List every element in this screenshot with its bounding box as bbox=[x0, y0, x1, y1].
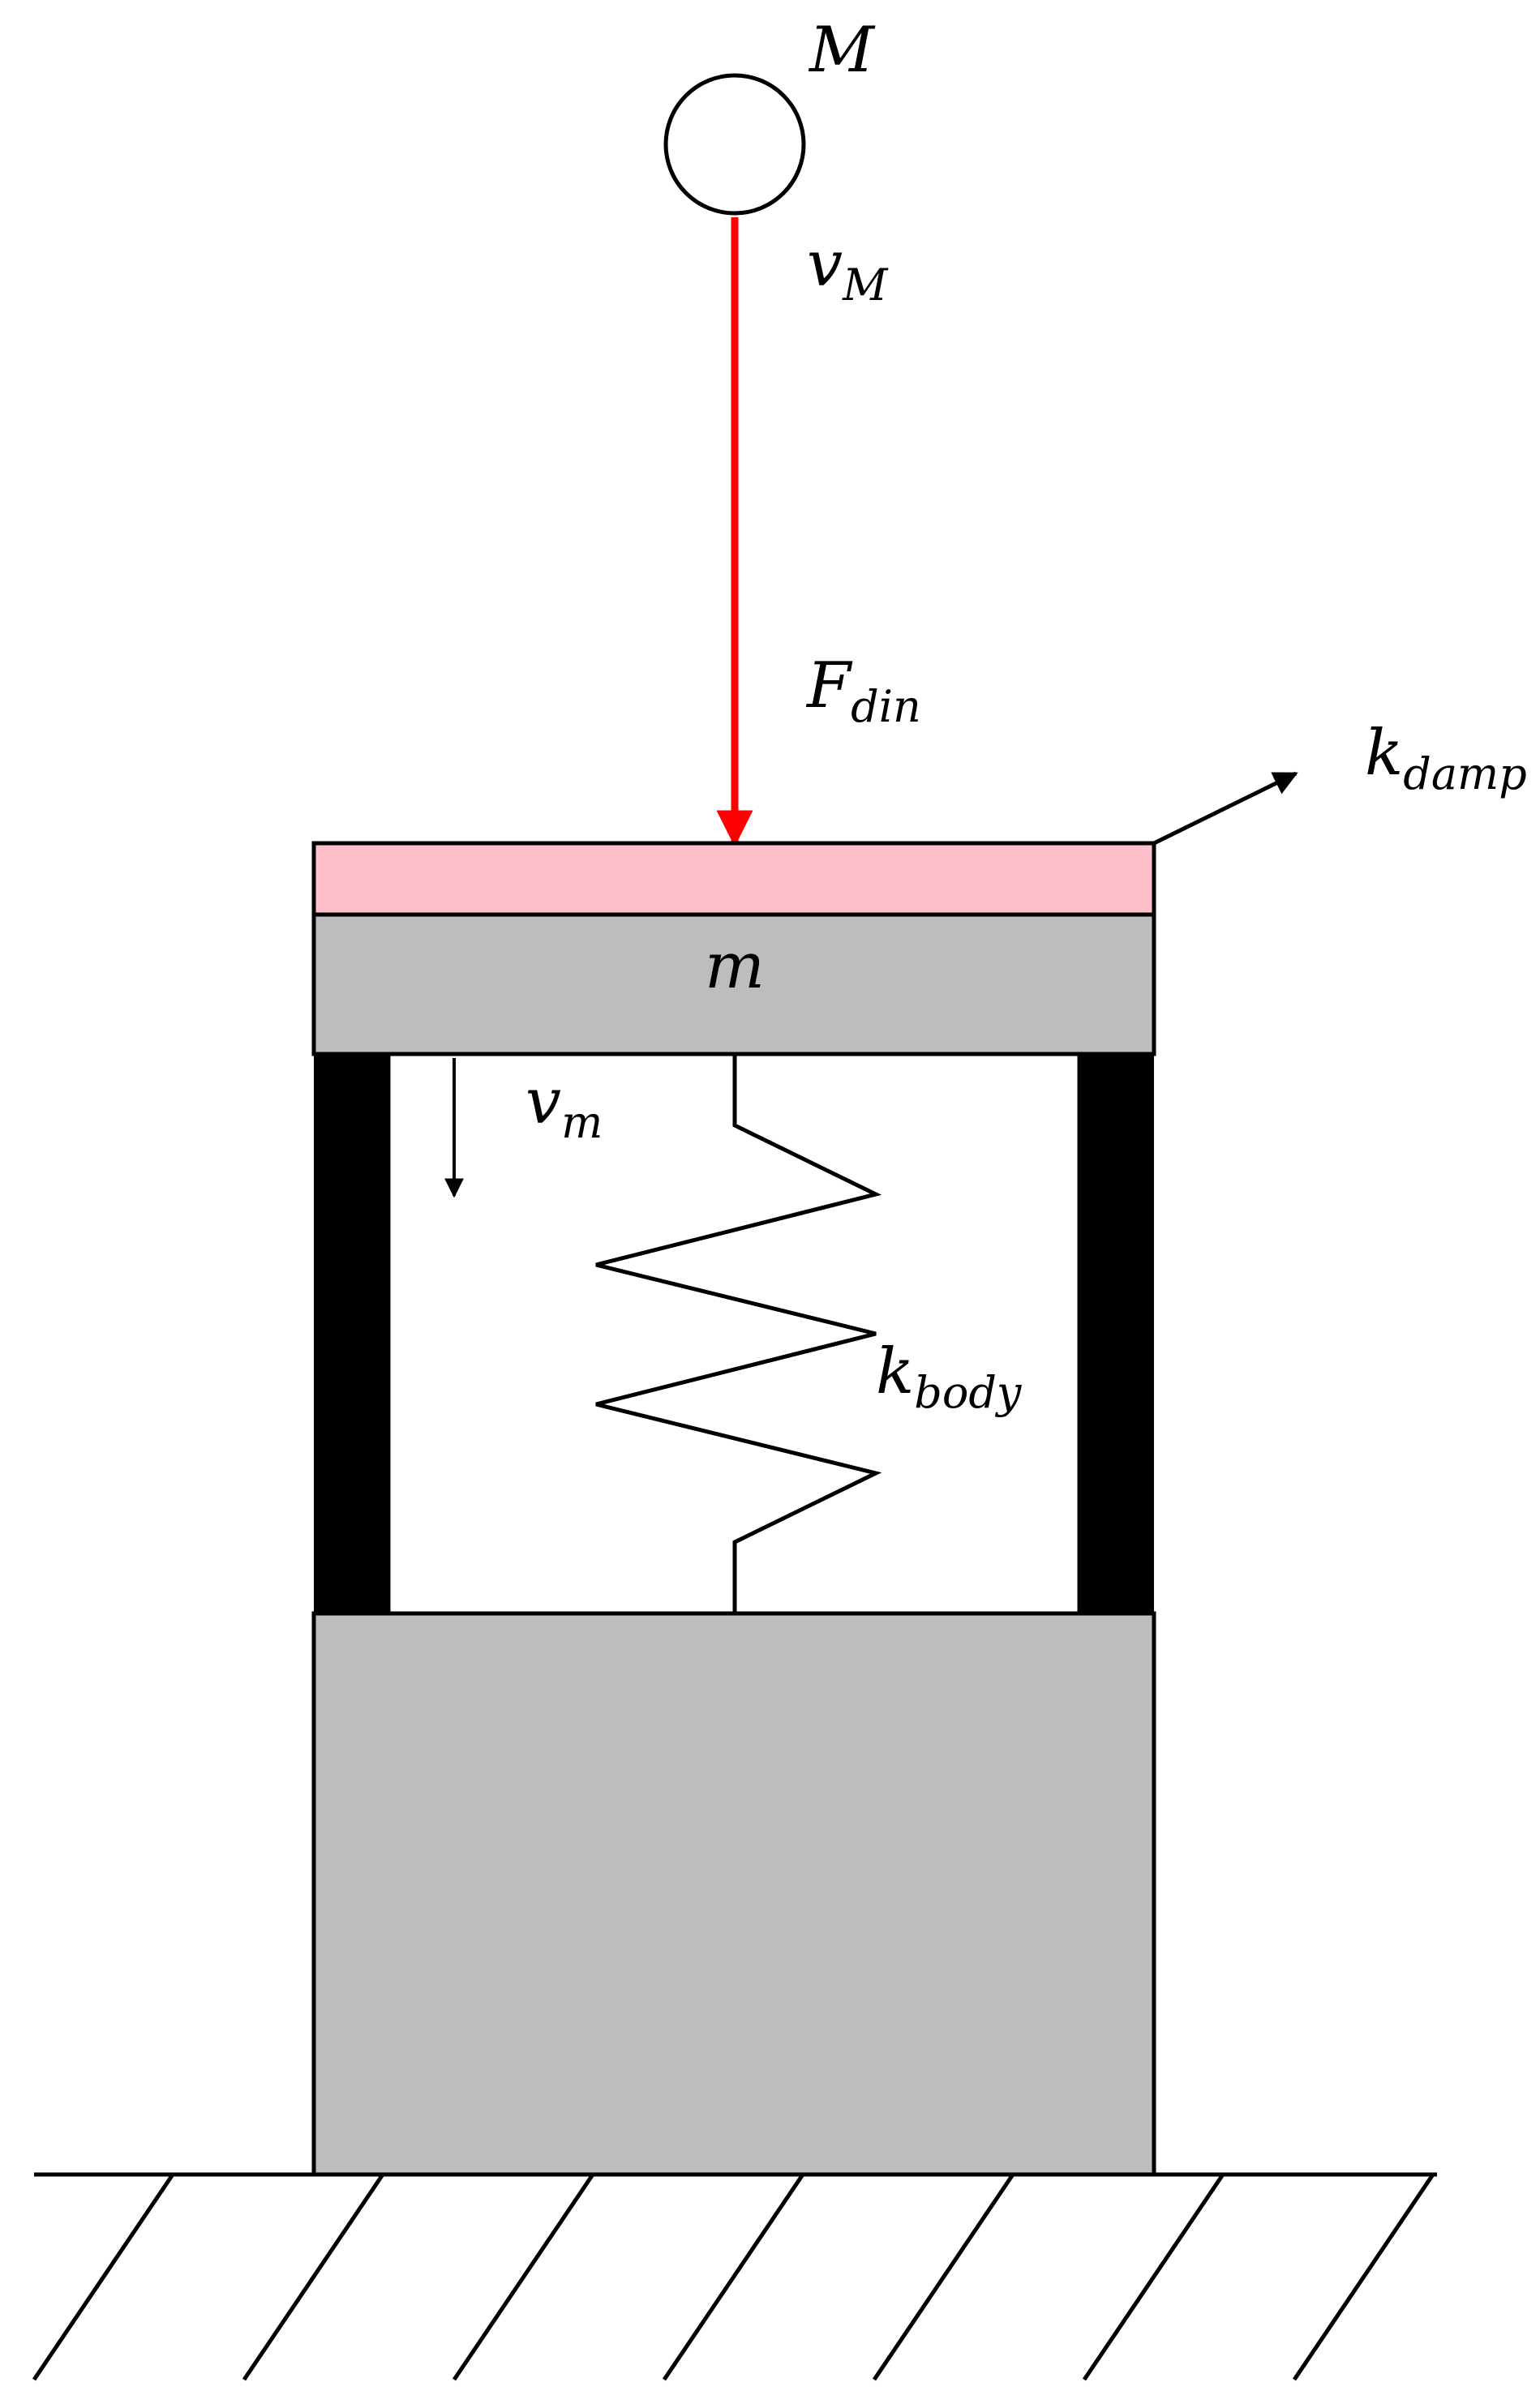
impactor-ball bbox=[663, 73, 806, 216]
force-label-base: F bbox=[805, 649, 853, 722]
ball-velocity-label: vM bbox=[807, 228, 889, 311]
body-spring bbox=[595, 1054, 882, 1613]
ground-hatching bbox=[32, 2173, 1435, 2381]
body-stiffness-base: k bbox=[876, 1335, 914, 1408]
force-label: Fdin bbox=[805, 649, 921, 732]
damper-stiffness-label: kdamp bbox=[1365, 717, 1527, 799]
body-stiffness-label: kbody bbox=[876, 1335, 1023, 1418]
inner-cavity bbox=[386, 1052, 1082, 1616]
mass-label: m bbox=[705, 930, 765, 1003]
mass-velocity-base: v bbox=[525, 1065, 561, 1138]
force-label-sub: din bbox=[851, 681, 921, 732]
right-wall bbox=[1079, 1054, 1154, 1613]
ball-velocity-base: v bbox=[807, 228, 843, 301]
body-stiffness-sub: body bbox=[914, 1367, 1023, 1418]
base-block bbox=[311, 1611, 1156, 2177]
mass-velocity-sub: m bbox=[561, 1097, 603, 1148]
damper-stiffness-arrow bbox=[1152, 771, 1298, 846]
ball-velocity-sub: M bbox=[842, 259, 889, 311]
damper-pad bbox=[311, 841, 1156, 917]
left-wall bbox=[314, 1054, 388, 1613]
ball-mass-label: M bbox=[808, 14, 876, 87]
damper-stiffness-base: k bbox=[1365, 717, 1403, 790]
damper-stiffness-sub: damp bbox=[1403, 748, 1527, 799]
mass-velocity-label: vm bbox=[525, 1065, 603, 1148]
